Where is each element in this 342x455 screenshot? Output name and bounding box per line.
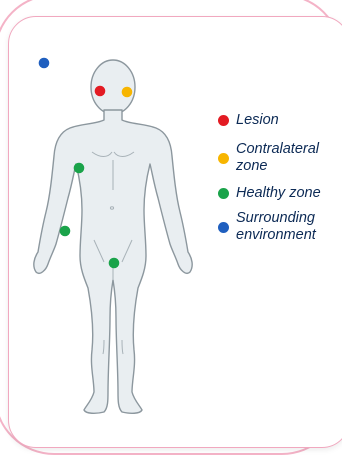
legend-label: Healthy zone — [236, 185, 321, 201]
human-body-silhouette — [34, 60, 192, 413]
surrounding-environment-marker — [39, 58, 50, 69]
healthy-dot — [218, 188, 229, 199]
environment-dot — [218, 222, 229, 233]
legend-label-line1: Surrounding — [236, 210, 315, 226]
legend-item-healthy: Healthy zone — [214, 185, 342, 202]
healthy-zone-marker-thigh — [109, 258, 120, 269]
legend-item-lesion: Lesion — [214, 112, 342, 129]
legend: Lesion Contralateral zone Healthy zone S… — [214, 112, 342, 244]
legend-label-line1: Contralateral — [236, 141, 319, 157]
legend-label-line2: zone — [236, 158, 267, 174]
legend-label-line2: environment — [236, 227, 316, 243]
lesion-dot — [218, 115, 229, 126]
healthy-zone-marker-chest — [74, 163, 85, 174]
contralateral-zone-marker — [122, 87, 133, 98]
lesion-marker — [95, 86, 106, 97]
healthy-zone-marker-arm — [60, 226, 71, 237]
legend-label: Lesion — [236, 112, 279, 128]
legend-item-environment: Surrounding environment — [214, 210, 342, 244]
legend-item-contralateral: Contralateral zone — [214, 141, 342, 175]
contralateral-dot — [218, 153, 229, 164]
